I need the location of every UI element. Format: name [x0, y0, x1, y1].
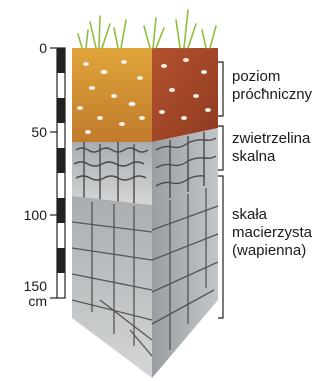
depth-scale-bar: [50, 48, 65, 298]
depth-tick-100: 100: [7, 208, 47, 222]
layer-brackets: [218, 62, 223, 318]
layer-label-weathered-rock: zwietrzelina skalna: [232, 130, 310, 166]
depth-unit: cm: [7, 294, 47, 308]
depth-tick-0: 0: [7, 41, 47, 55]
layer-label-parent-rock: skała macierzysta (wapienna): [232, 206, 312, 260]
humus-horizon-block: [72, 48, 218, 142]
parent-rock-block: [72, 182, 218, 378]
depth-tick-150: 150: [7, 279, 47, 293]
depth-tick-50: 50: [7, 125, 47, 139]
layer-label-humus-horizon: poziom prócħniczny: [232, 68, 312, 104]
grass-tufts: [78, 10, 216, 48]
